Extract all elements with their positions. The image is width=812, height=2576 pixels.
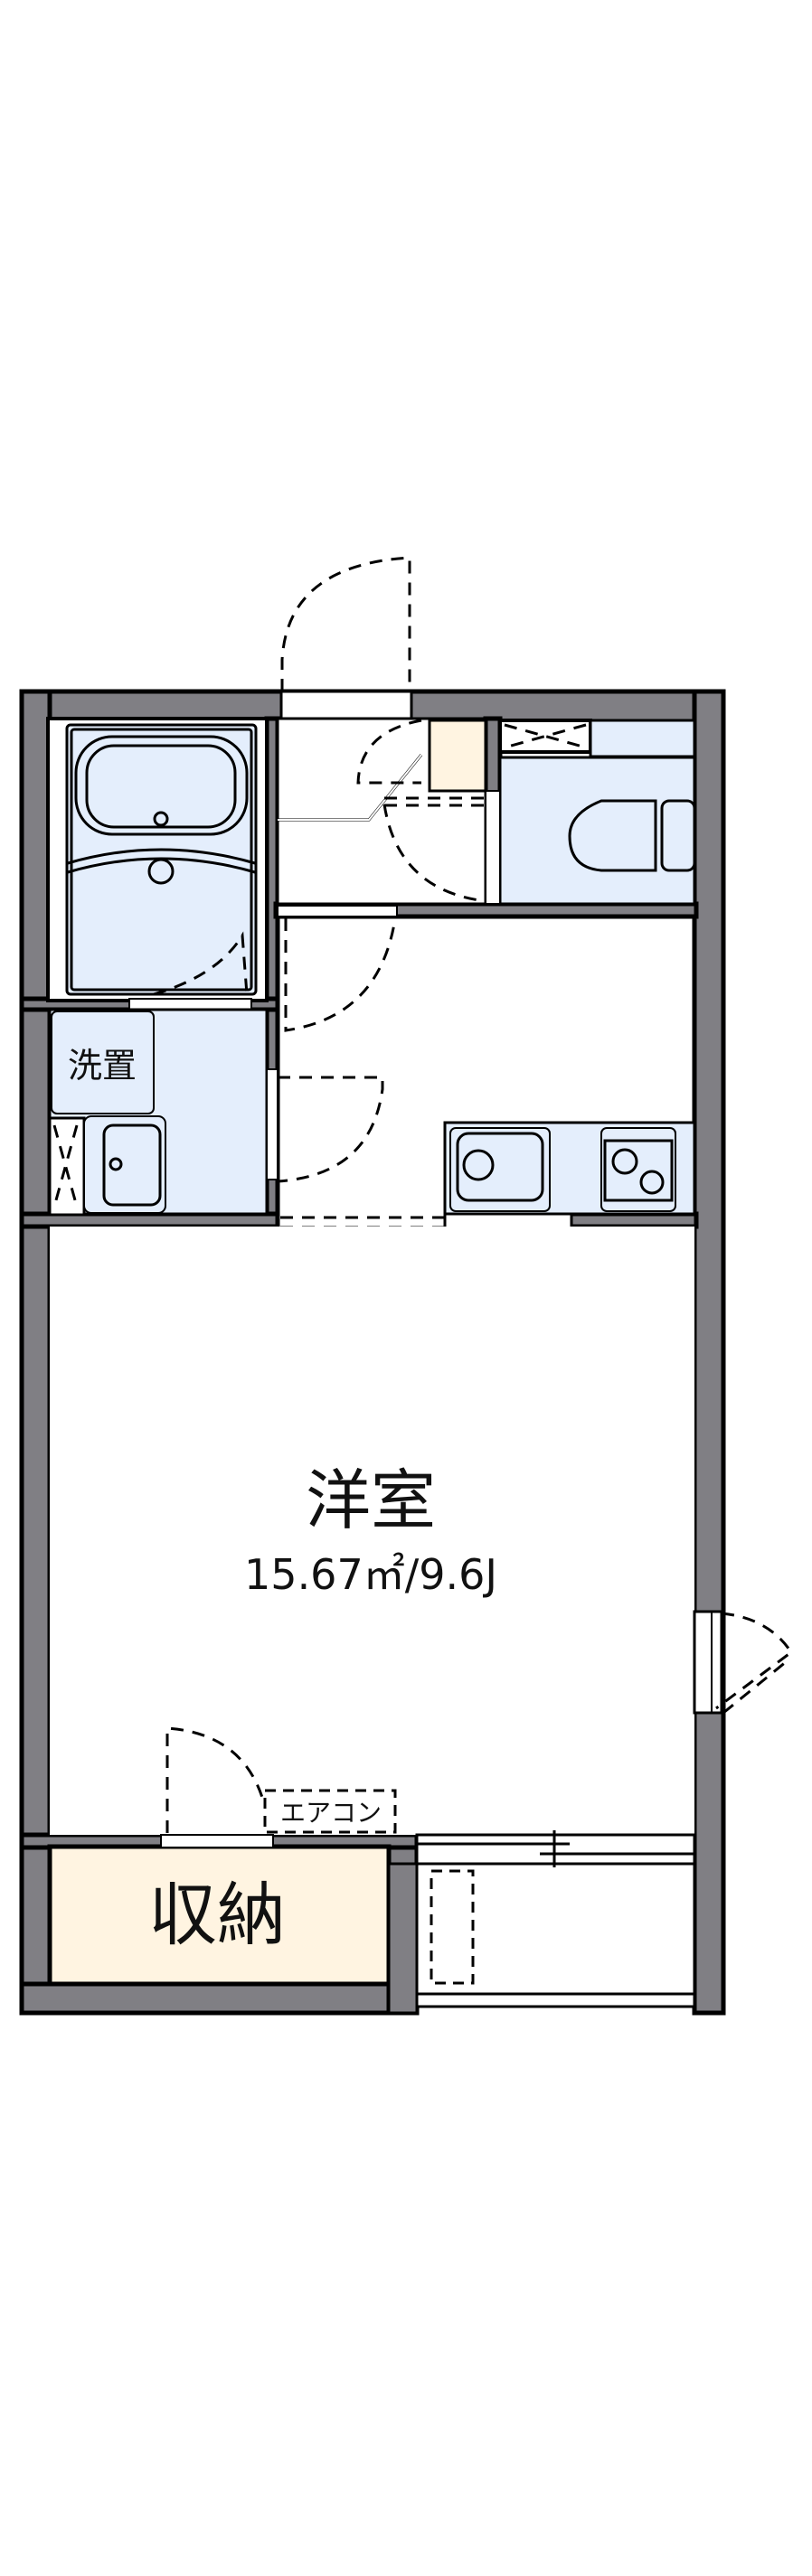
balcony (415, 1830, 696, 2008)
washroom-door-swing-icon (277, 1076, 384, 1183)
toilet-door[interactable] (485, 790, 501, 905)
washing-machine-space (51, 1011, 155, 1114)
bathroom (46, 717, 269, 1002)
western-room (50, 1227, 694, 1835)
toilet-icon (568, 799, 657, 872)
bathroom-door[interactable] (128, 998, 252, 1011)
western-room-area: 15.67㎡/9.6J (244, 1550, 497, 1599)
washroom-door[interactable] (266, 1068, 279, 1180)
ac-outdoor-unit-icon (430, 1869, 475, 1985)
air-conditioner-box (263, 1789, 397, 1834)
kitchen (280, 1121, 696, 1236)
entrance-door-frame[interactable] (279, 690, 413, 720)
pipe-space (498, 719, 592, 754)
western-room-label: 洋室 (306, 1462, 436, 1538)
storage-door[interactable] (160, 1834, 274, 1848)
entrance-hall (276, 717, 487, 906)
hall-door-swing-icon (284, 917, 397, 1032)
storage: 収納 (47, 1844, 392, 1987)
vanity-sink-icon (83, 1115, 166, 1214)
shoe-cabinet (428, 719, 487, 793)
washroom-label: 洗置 (68, 1046, 137, 1086)
side-window[interactable] (693, 1610, 723, 1715)
storage-door-swing-icon (165, 1726, 266, 1833)
bathtub-icon (74, 735, 249, 836)
storage-label: 収納 (148, 1875, 286, 1955)
shoe-cabinet-door-swing-icon (356, 719, 422, 785)
washroom: 洗置 (48, 1008, 269, 1217)
toilet-room (498, 719, 696, 906)
side-window-swing-icon (715, 1612, 794, 1715)
kitchen-sink-icon (449, 1127, 551, 1212)
entrance-door-swing-icon (280, 556, 411, 691)
toilet-door-swing-icon (382, 804, 486, 903)
air-conditioner-label: エアコン (280, 1798, 382, 1828)
hall-door[interactable] (277, 905, 398, 917)
